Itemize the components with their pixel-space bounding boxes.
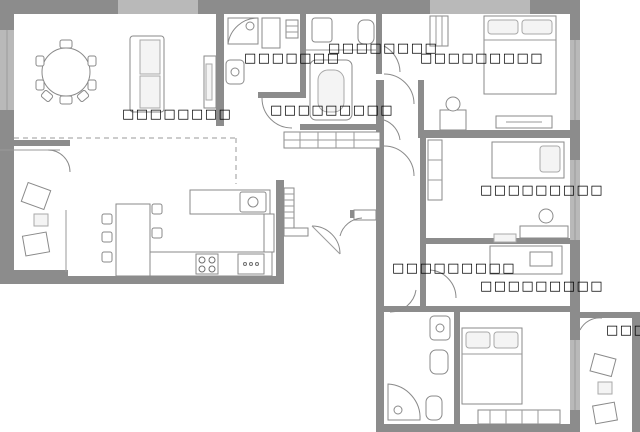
label-bedroom-low: □□□□□□□□□	[480, 279, 604, 294]
window-top-living	[118, 0, 198, 14]
bath-door-top	[261, 97, 293, 129]
wall-bedroom-top-bottom	[420, 130, 570, 138]
label-balcony: □□□	[606, 323, 640, 338]
books-mid	[493, 233, 517, 243]
counter-side	[263, 213, 275, 253]
wall-lowbath-top	[384, 306, 454, 312]
label-bathroom-top: □□□□□□□	[244, 51, 340, 66]
window-top-bedroom	[430, 0, 530, 14]
lowbath-toilet	[429, 349, 449, 375]
label-hall: □□□□□□□□□	[392, 261, 516, 276]
tv-unit	[203, 55, 217, 109]
wall-bedroom-mid-left	[420, 138, 426, 238]
lowbath-shower	[387, 383, 421, 421]
balcony-chair-2	[21, 231, 51, 257]
nightstand-top	[429, 15, 449, 47]
kitchen-door	[311, 225, 341, 255]
wall-bedroom-low-top	[460, 306, 570, 312]
desk-top	[439, 109, 467, 131]
kitchen-island	[115, 203, 151, 277]
label-living: □□□□□□□□	[122, 107, 232, 122]
balcony-right	[579, 317, 618, 425]
bathroom-top	[225, 17, 299, 129]
chair-top	[445, 96, 461, 112]
windows	[0, 0, 580, 410]
stove	[195, 253, 219, 275]
wall-kitchen-right	[276, 180, 284, 284]
wc-toilet	[357, 19, 375, 45]
towel-rack	[285, 19, 299, 39]
wall-bottom-left	[0, 270, 68, 284]
wall-wc-split	[300, 14, 306, 94]
kitchen-shelf	[283, 227, 309, 237]
wc-top	[306, 17, 401, 121]
wall-hall-upper	[300, 124, 382, 130]
wall-left-lower	[376, 228, 384, 432]
label-bedroom-mid: □□□□□□□□□	[480, 183, 604, 198]
balcony-r-chair-1	[589, 352, 617, 378]
balcony-r-table	[597, 381, 613, 395]
cooktop	[237, 253, 265, 275]
balcony-chair-1	[20, 181, 52, 211]
wall-right-lower	[570, 140, 580, 430]
label-bedroom-top: □□□□□□□□□	[420, 51, 544, 66]
entry-door	[339, 217, 363, 237]
wc-sink	[311, 17, 333, 43]
balcony-table	[33, 213, 49, 227]
desk-mid	[519, 225, 569, 239]
chair-mid	[538, 208, 554, 224]
wc-door	[383, 45, 401, 73]
balcony-left	[0, 149, 71, 272]
wall-bottom-living	[66, 276, 282, 284]
balcony-r-chair-2	[592, 401, 618, 425]
bedroom-low-door	[389, 289, 417, 313]
bedroom-top-door	[383, 73, 415, 105]
entry	[339, 209, 377, 237]
room-labels: □□□□□□□ □□□□□□□□ □□□□□□□□□ □□□□□□□□ □□□□…	[122, 41, 640, 338]
wall-corridor-left	[376, 80, 384, 230]
wall-lowbath-right	[454, 306, 460, 424]
wall-bath-right	[376, 14, 382, 74]
lowbath-wc	[425, 395, 443, 421]
wall-bath-left	[216, 14, 224, 126]
dining-table	[41, 47, 91, 97]
hall-cabinets	[283, 119, 401, 149]
dining-set	[35, 39, 97, 105]
wall-bottom-lower	[376, 424, 580, 432]
bedroom-mid-door	[383, 145, 415, 177]
wall-balcony-top	[0, 140, 70, 146]
wardrobe-mid	[427, 139, 443, 201]
sofa	[129, 35, 165, 113]
label-wc: □□□□□□□□	[328, 41, 438, 56]
wall-balcony-left	[0, 140, 14, 275]
label-bathroom-mid: □□□□□□□□□	[270, 103, 394, 118]
bath-cabinet	[261, 17, 281, 49]
wall-balcony-right-top	[580, 312, 640, 318]
bedroom-mid	[383, 139, 569, 243]
radiator-kitchen	[283, 187, 295, 229]
wall-hall-right	[420, 244, 426, 306]
wall-bath-bottom	[258, 92, 306, 98]
bedroom-low	[389, 245, 563, 425]
bedroom-top	[383, 15, 557, 131]
bathroom-low	[387, 315, 451, 421]
wardrobe-low	[477, 409, 561, 425]
kitchen	[101, 187, 341, 277]
wall-bedroom-top-left	[418, 80, 424, 138]
wall-balcony-right-side	[632, 312, 640, 432]
